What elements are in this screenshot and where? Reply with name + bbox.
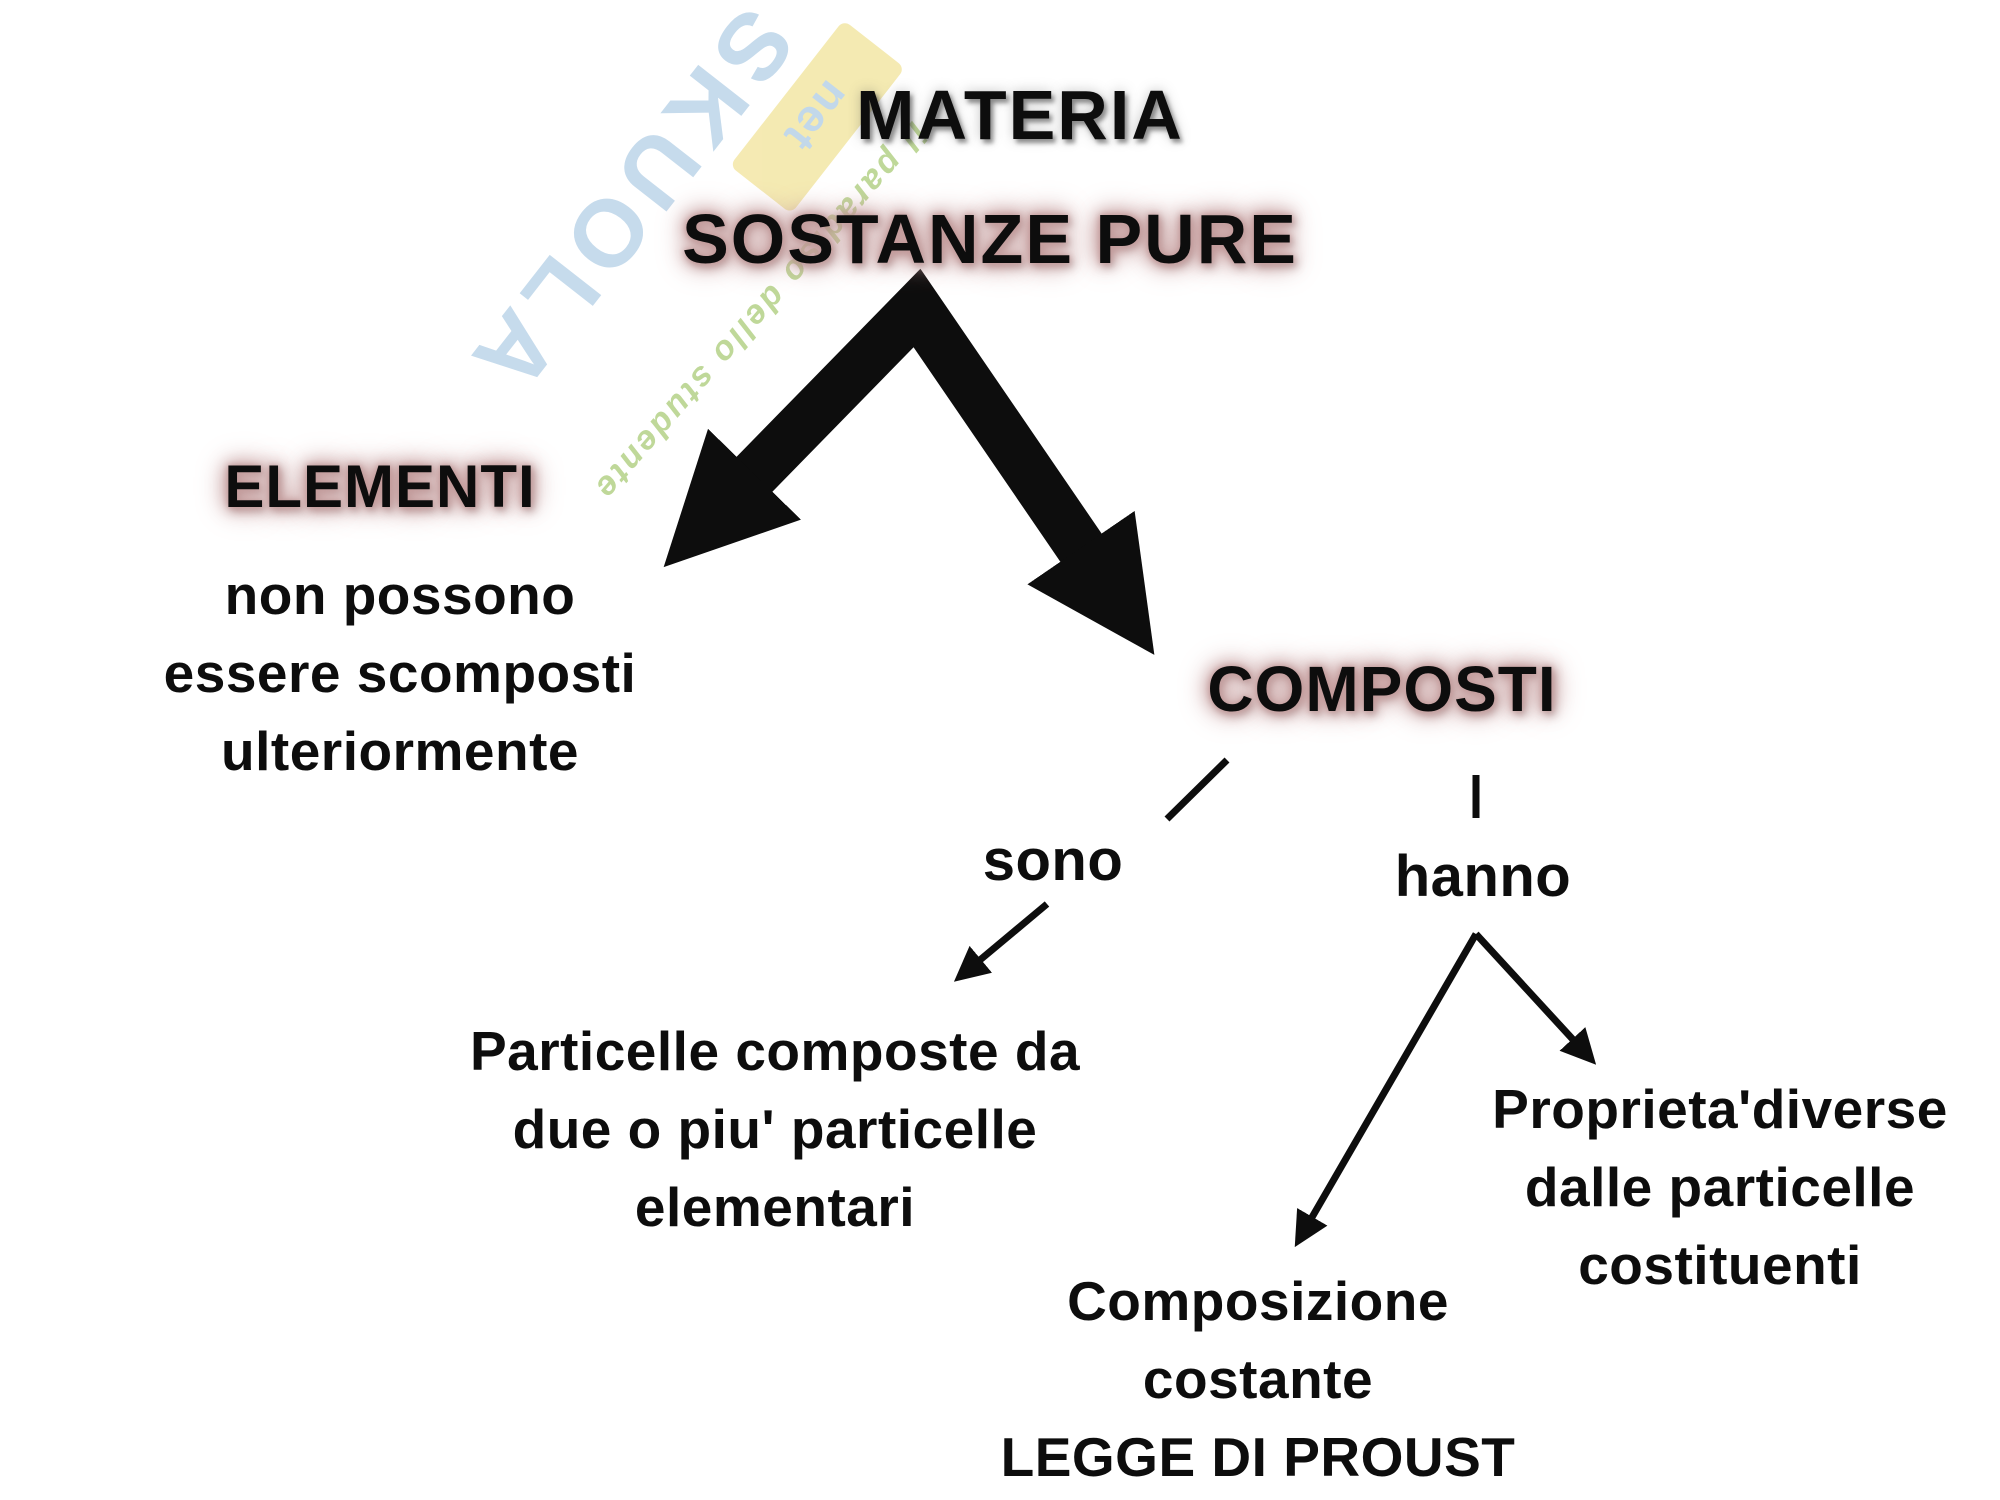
node-composti-label: COMPOSTI [1207,653,1557,725]
node-proprieta-description: Proprieta'diverse dalle particelle costi… [1492,1078,1948,1297]
node-connector-label-sono: sono [982,828,1124,893]
line-composti-to-sono [1164,757,1230,822]
node-composizione-legge-proust: Composizione costante LEGGE DI PROUST [1000,1270,1516,1489]
node-particelle-description: Particelle composte da due o piu' partic… [469,1020,1081,1239]
arrow-split-elementi-composti-icon [663,268,1155,655]
node-connector-label-hanno: hanno [1394,844,1572,909]
arrow-hanno-to-proprieta-icon [1473,931,1597,1065]
node-elementi-label: ELEMENTI [224,453,536,520]
node-sostanze-pure: SOSTANZE PURE [682,200,1298,278]
node-materia-title: MATERIA [856,76,1184,154]
node-elementi-description: non possono essere scomposti ulteriormen… [163,564,637,783]
arrow-hanno-to-composizione-icon [1294,932,1480,1248]
arrow-sono-to-particelle-icon [953,901,1050,982]
